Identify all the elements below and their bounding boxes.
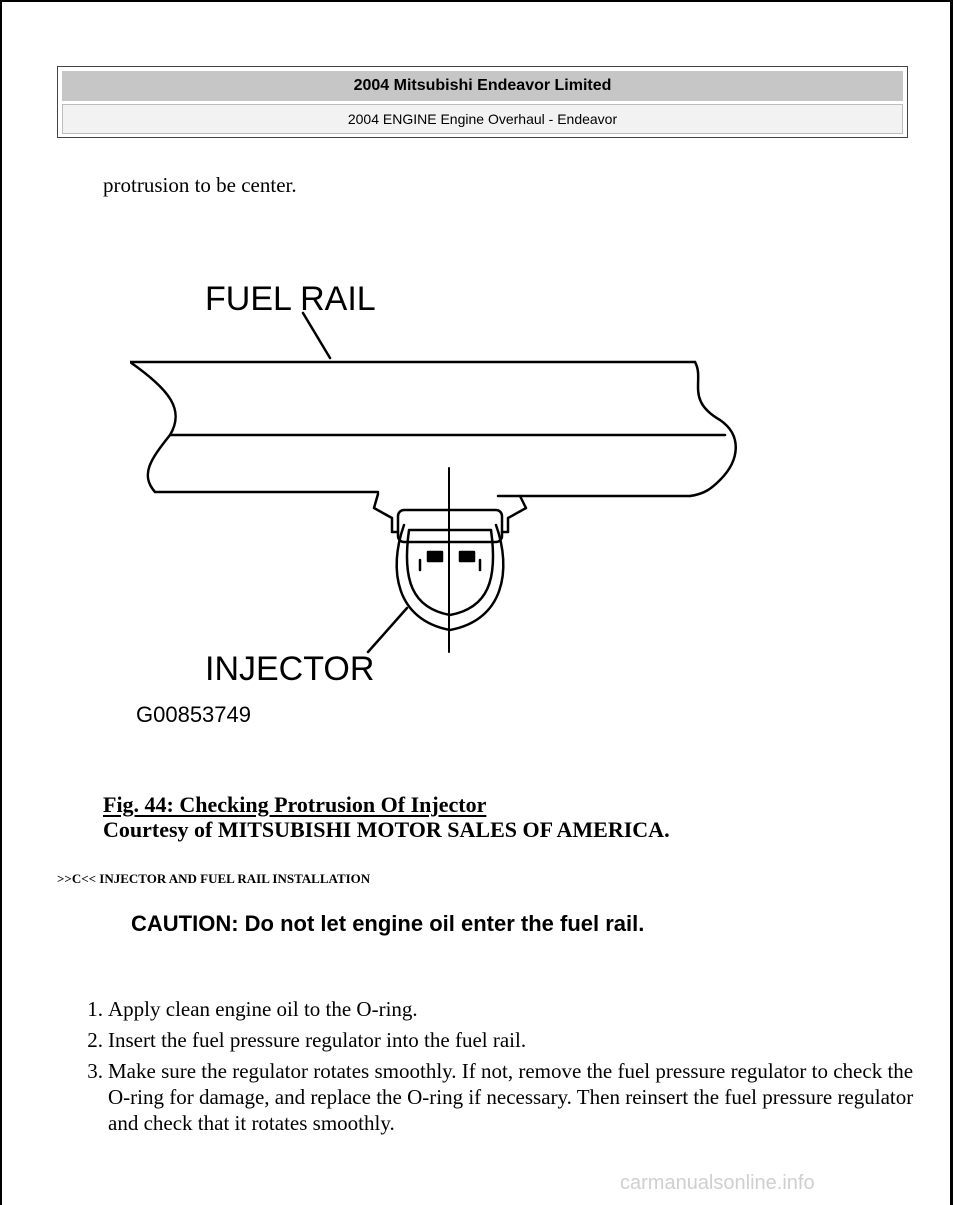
- list-item: 3. Make sure the regulator rotates smoot…: [58, 1058, 918, 1136]
- page-border-left: [0, 0, 2, 1205]
- step-number: 3.: [87, 1059, 103, 1083]
- intro-text: protrusion to be center.: [103, 173, 297, 197]
- step-number: 2.: [87, 1028, 103, 1052]
- page-border-right: [950, 0, 953, 1205]
- installation-steps: 1. Apply clean engine oil to the O-ring.…: [58, 996, 918, 1141]
- step-text: Make sure the regulator rotates smoothly…: [108, 1059, 914, 1135]
- fuel-rail-label: FUEL RAIL: [205, 280, 376, 318]
- step-number: 1.: [87, 997, 103, 1021]
- figure-caption-courtesy: Courtesy of MITSUBISHI MOTOR SALES OF AM…: [103, 817, 670, 842]
- fuel-rail-diagram: FUEL RAIL INJECTOR G00853749: [128, 280, 737, 727]
- figure-code: G00853749: [136, 702, 251, 727]
- list-item: 1. Apply clean engine oil to the O-ring.: [58, 996, 918, 1022]
- caution-note: CAUTION: Do not let engine oil enter the…: [131, 911, 645, 936]
- figure-caption-title[interactable]: Fig. 44: Checking Protrusion Of Injector: [103, 792, 487, 817]
- injector-label: INJECTOR: [205, 650, 374, 688]
- page-border-top: [0, 0, 953, 2]
- header-title: 2004 Mitsubishi Endeavor Limited: [62, 71, 903, 101]
- list-item: 2. Insert the fuel pressure regulator in…: [58, 1027, 918, 1053]
- injector-figure: FUEL RAIL INJECTOR G00853749: [128, 270, 750, 740]
- step-text: Insert the fuel pressure regulator into …: [108, 1028, 527, 1052]
- section-heading: >>C<< INJECTOR AND FUEL RAIL INSTALLATIO…: [57, 871, 371, 886]
- header-subtitle: 2004 ENGINE Engine Overhaul - Endeavor: [62, 104, 903, 134]
- document-header: 2004 Mitsubishi Endeavor Limited 2004 EN…: [57, 66, 908, 138]
- watermark: carmanualsonline.info: [620, 1172, 815, 1194]
- step-text: Apply clean engine oil to the O-ring.: [108, 997, 418, 1021]
